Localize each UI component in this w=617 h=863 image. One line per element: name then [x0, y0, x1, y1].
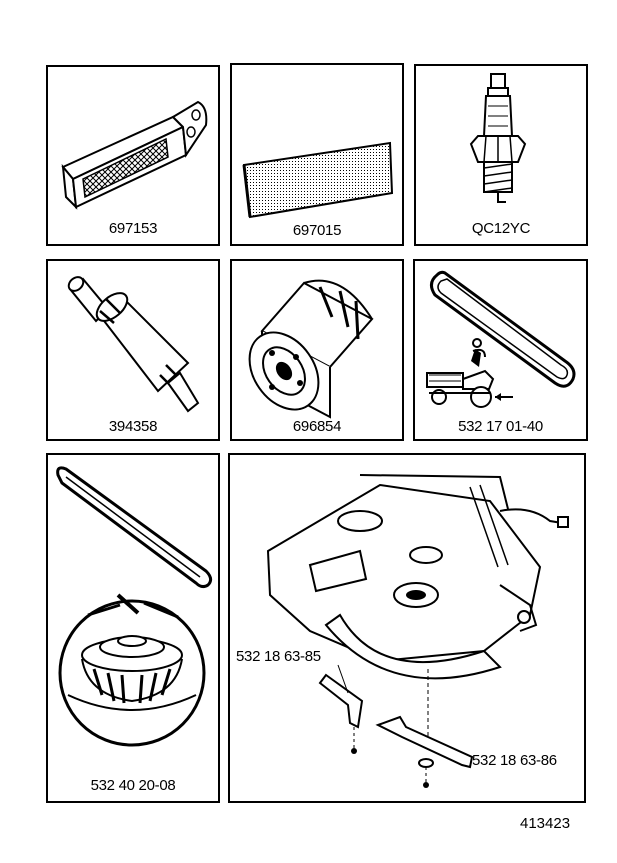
part-number-pre-filter: 697015	[292, 222, 342, 239]
part-number-oil-filter: 696854	[292, 418, 342, 435]
belt-pulley-illustration	[56, 466, 213, 747]
pre-filter-illustration	[242, 141, 394, 219]
part-panel-pre-filter: 697015	[230, 63, 404, 246]
part-panel-oil-filter: 696854	[230, 259, 404, 441]
mower-blade-right-shape	[375, 715, 474, 769]
part-panel-air-filter: 697153	[46, 65, 220, 246]
part-number-spark-plug: QC12YC	[471, 220, 531, 237]
spark-plug-illustration	[469, 73, 527, 203]
mower-deck-illustration	[266, 474, 569, 788]
part-number-mower-blade-left: 532 18 63-85	[236, 648, 321, 665]
document-number: 413423	[520, 815, 571, 832]
oil-filter-illustration	[248, 279, 374, 419]
lawn-tractor-icon	[426, 338, 495, 408]
part-panel-fuel-filter: 394358	[46, 259, 220, 441]
mower-blade-left-shape	[318, 673, 364, 729]
fuel-filter-illustration	[67, 276, 200, 413]
part-panel-belt-pulley: 532 40 20-08	[46, 453, 220, 803]
part-number-air-filter: 697153	[108, 220, 158, 237]
drive-belt-illustration	[426, 270, 576, 408]
part-number-fuel-filter: 394358	[108, 418, 158, 435]
air-filter-illustration	[61, 100, 208, 210]
part-number-belt-pulley: 532 40 20-08	[90, 777, 176, 794]
part-panel-mower-deck: 532 18 63-85 532 18 63-86	[228, 453, 586, 803]
part-number-drive-belt: 532 17 01-40	[458, 418, 543, 435]
part-number-mower-blade-right: 532 18 63-86	[472, 752, 557, 769]
part-panel-drive-belt: 532 17 01-40	[413, 259, 588, 441]
part-panel-spark-plug: QC12YC	[414, 64, 588, 246]
